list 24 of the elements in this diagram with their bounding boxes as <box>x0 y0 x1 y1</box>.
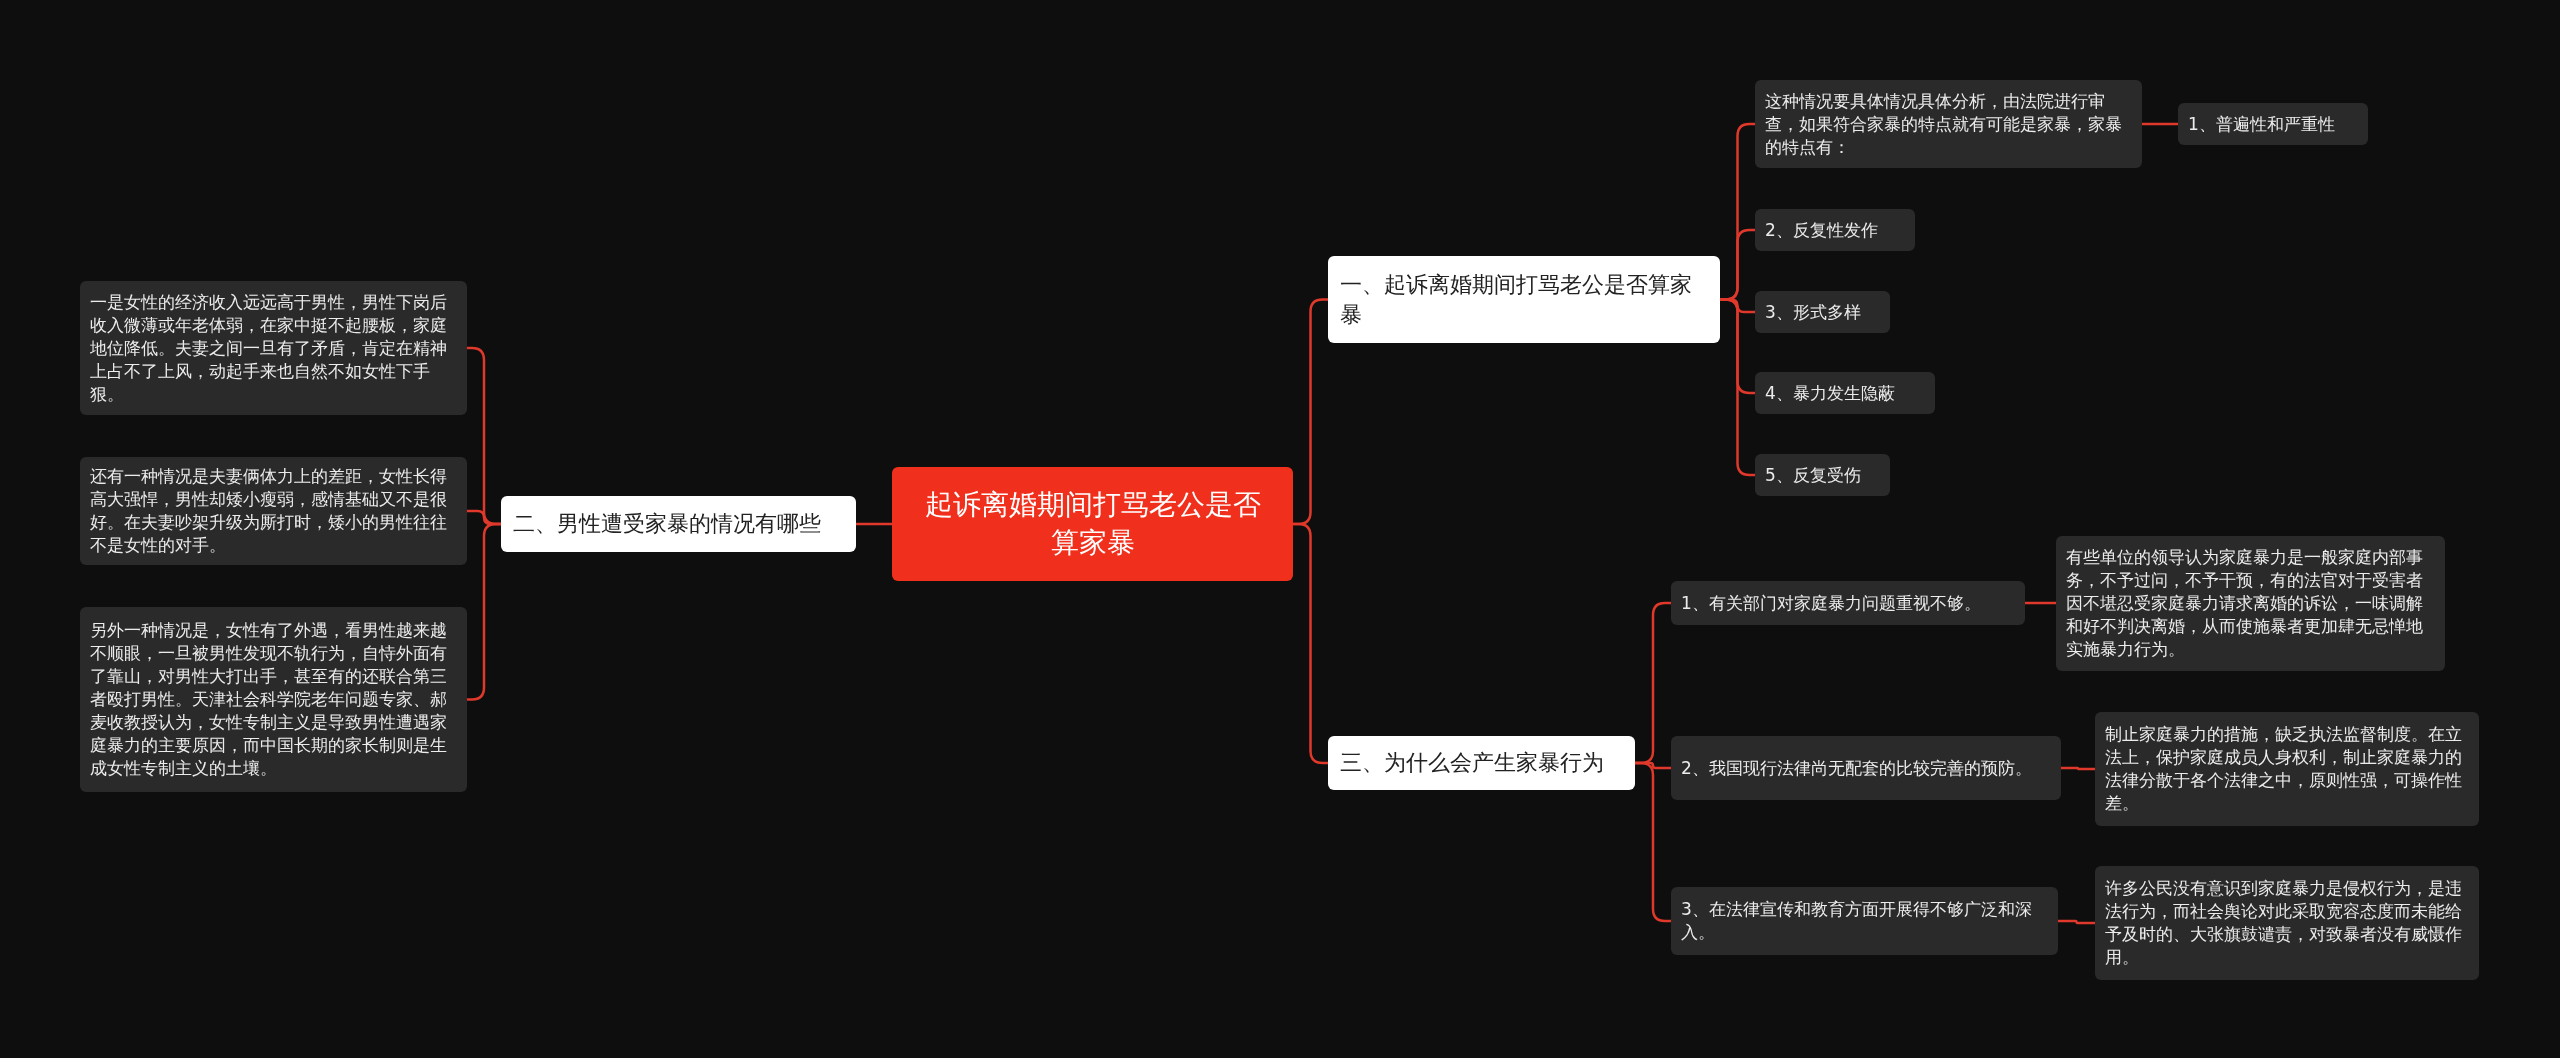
connector-line <box>2025 601 2056 605</box>
leaf-topic: 3、在法律宣传和教育方面开展得不够广泛和深入。 <box>1671 887 2058 955</box>
branch-topic: 二、男性遭受家暴的情况有哪些 <box>501 496 856 552</box>
connector-line <box>2061 766 2095 771</box>
leaf-topic: 2、反复性发作 <box>1755 209 1915 251</box>
connector-line <box>2142 122 2178 126</box>
leaf-topic: 5、反复受伤 <box>1755 454 1890 496</box>
leaf-topic: 这种情况要具体情况具体分析，由法院进行审查，如果符合家暴的特点就有可能是家暴，家暴的特点有： <box>1755 80 2142 168</box>
branch-topic: 一、起诉离婚期间打骂老公是否算家暴 <box>1328 256 1720 343</box>
leaf-topic: 3、形式多样 <box>1755 291 1890 333</box>
leaf-topic: 1、有关部门对家庭暴力问题重视不够。 <box>1671 581 2025 625</box>
leaf-topic: 还有一种情况是夫妻俩体力上的差距，女性长得高大强悍，男性却矮小瘦弱，感情基础又不是很好。在夫妻吵架升级为厮打时，矮小的男性往往不是女性的对手。 <box>80 457 467 565</box>
branch-topic: 三、为什么会产生家暴行为 <box>1328 736 1635 790</box>
leaf-topic: 一是女性的经济收入远远高于男性，男性下岗后收入微薄或年老体弱，在家中挺不起腰板，家庭地位降低。夫妻之间一旦有了矛盾，肯定在精神上占不了上风，动起手来也自然不如女性下手狠。 <box>80 281 467 415</box>
leaf-topic: 制止家庭暴力的措施，缺乏执法监督制度。在立法上，保护家庭成员人身权利，制止家庭暴力的法律分散于各个法律之中，原则性强，可操作性差。 <box>2095 712 2479 826</box>
leaf-topic: 许多公民没有意识到家庭暴力是侵权行为，是违法行为，而社会舆论对此采取宽容态度而未能给予及时的、大张旗鼓谴责，对致暴者没有威慑作用。 <box>2095 866 2479 980</box>
central-topic: 起诉离婚期间打骂老公是否算家暴 <box>892 467 1293 581</box>
leaf-topic: 另外一种情况是，女性有了外遇，看男性越来越不顺眼，一旦被男性发现不轨行为，自恃外面有了靠山，对男性大打出手，甚至有的还联合第三者殴打男性。天津社会科学院老年问题专家、郝麦收教授认为，女性专制主义是导致男性遭遇家庭暴力的主要原因，而中国长期的家长制则是生成女性专制主义的土壤。 <box>80 607 467 792</box>
leaf-topic: 1、普遍性和严重性 <box>2178 103 2368 145</box>
leaf-topic: 4、暴力发生隐蔽 <box>1755 372 1935 414</box>
leaf-topic: 2、我国现行法律尚无配套的比较完善的预防。 <box>1671 736 2061 800</box>
connector-line <box>2058 919 2095 925</box>
leaf-topic: 有些单位的领导认为家庭暴力是一般家庭内部事务，不予过问，不予干预，有的法官对于受害者因不堪忍受家庭暴力请求离婚的诉讼，一味调解和好不判决离婚，从而使施暴者更加肆无忌惮地实施暴力行为。 <box>2056 536 2445 671</box>
connector-line <box>856 522 892 526</box>
